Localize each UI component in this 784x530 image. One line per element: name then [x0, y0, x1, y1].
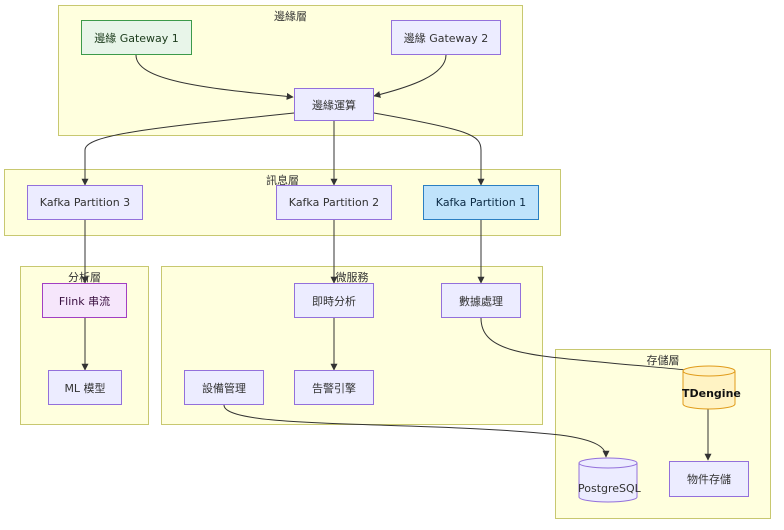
node-realtime-analysis-label: 即時分析 — [312, 294, 356, 308]
node-data-processing[interactable]: 數據處理 — [441, 283, 521, 318]
node-edge-compute-label: 邊緣運算 — [312, 98, 356, 112]
node-alert-engine[interactable]: 告警引擎 — [294, 370, 374, 405]
cluster-microservices-title: 微服務 — [335, 271, 369, 284]
tdengine-cylinder-icon — [682, 365, 736, 410]
node-device-management[interactable]: 設備管理 — [184, 370, 264, 405]
node-realtime-analysis[interactable]: 即時分析 — [294, 283, 374, 318]
edge-edgecompute-to-kafka3 — [81, 112, 295, 186]
cluster-edge-title: 邊緣層 — [274, 10, 307, 23]
node-tdengine-label: TDengine — [682, 387, 741, 400]
cluster-storage-title: 存儲層 — [646, 354, 680, 367]
node-edge-gateway-1[interactable]: 邊緣 Gateway 1 — [81, 20, 192, 55]
node-kafka-partition-3[interactable]: Kafka Partition 3 — [27, 185, 143, 220]
node-kafka-partition-1-label: Kafka Partition 1 — [435, 196, 527, 209]
postgresql-cylinder-icon — [578, 457, 638, 503]
node-edge-gateway-2[interactable]: 邊緣 Gateway 2 — [391, 20, 501, 55]
node-edge-compute[interactable]: 邊緣運算 — [294, 88, 374, 121]
cluster-messaging-title: 訊息層 — [266, 174, 299, 187]
node-data-processing-label: 數據處理 — [459, 294, 503, 308]
node-kafka-partition-1[interactable]: Kafka Partition 1 — [423, 185, 539, 220]
edge-edgecompute-to-kafka1 — [373, 112, 485, 186]
edge-gateway2-to-edgecompute — [373, 54, 447, 98]
node-alert-engine-label: 告警引擎 — [312, 381, 356, 395]
node-object-storage-label: 物件存儲 — [687, 473, 731, 486]
node-object-storage[interactable]: 物件存儲 — [669, 461, 749, 497]
node-edge-gateway-2-label: 邊緣 Gateway 2 — [403, 31, 489, 45]
edge-devicemgmt-to-postgresql — [223, 404, 610, 458]
node-tdengine[interactable]: TDengine — [682, 365, 741, 410]
edge-gateway1-to-edgecompute — [135, 54, 294, 100]
node-edge-gateway-1-label: 邊緣 Gateway 1 — [94, 31, 179, 45]
node-ml-model-label: ML 模型 — [64, 381, 106, 395]
node-kafka-partition-3-label: Kafka Partition 3 — [39, 196, 131, 209]
node-device-management-label: 設備管理 — [202, 381, 246, 395]
node-kafka-partition-2[interactable]: Kafka Partition 2 — [276, 185, 392, 220]
node-flink-streaming-label: Flink 串流 — [58, 294, 111, 308]
node-flink-streaming[interactable]: Flink 串流 — [42, 283, 127, 318]
edge-dataprocessing-to-tdengine — [480, 317, 709, 375]
node-ml-model[interactable]: ML 模型 — [48, 370, 122, 405]
node-kafka-partition-2-label: Kafka Partition 2 — [288, 196, 380, 209]
node-postgresql-label: PostgreSQL — [578, 482, 641, 495]
node-postgresql[interactable]: PostgreSQL — [578, 457, 641, 503]
